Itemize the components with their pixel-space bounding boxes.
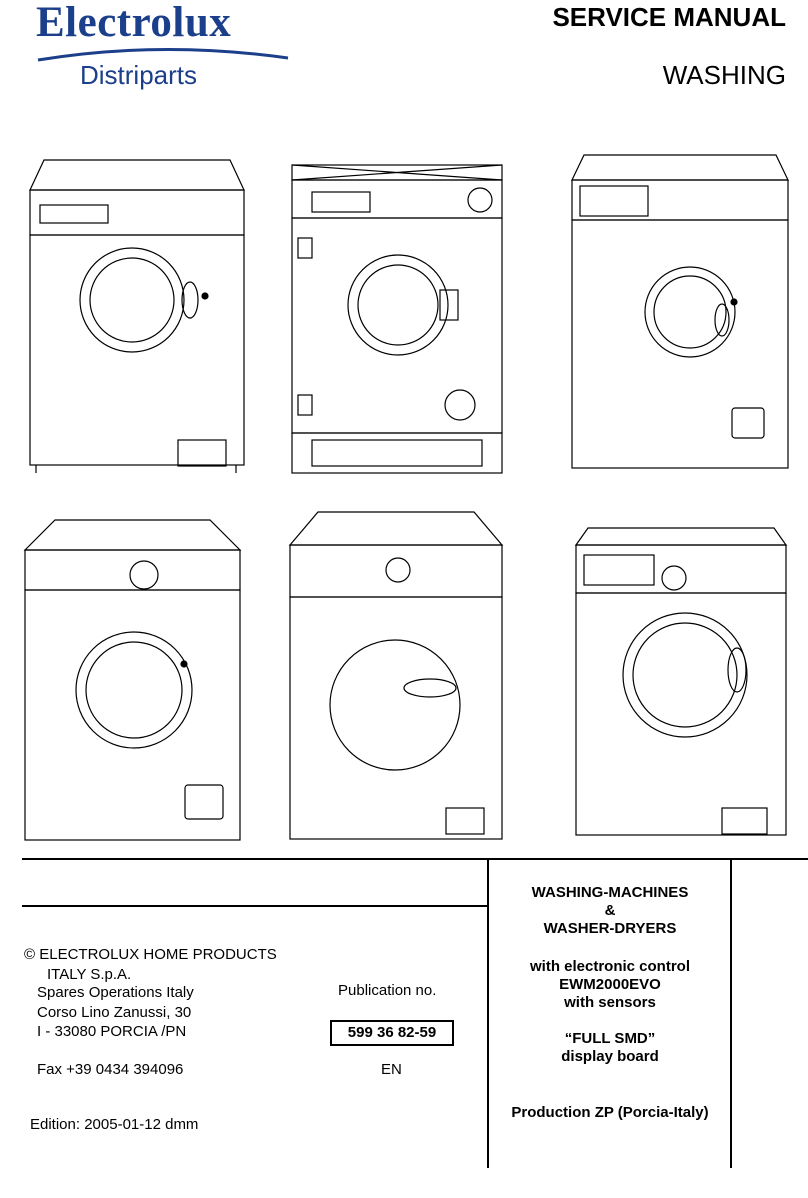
street-address: Corso Lino Zanussi, 30 (37, 1004, 192, 1021)
company-name-2: ITALY S.p.A. (47, 966, 132, 983)
machine-6-drawing (574, 527, 788, 836)
fax-number: Fax +39 0434 394096 (37, 1061, 184, 1078)
publication-label: Publication no. (338, 982, 437, 999)
product-line-3: WASHER-DRYERS (543, 920, 677, 937)
machine-1-drawing (29, 159, 245, 473)
publication-number: 599 36 82-59 (330, 1020, 454, 1046)
manual-title: SERVICE MANUAL (552, 2, 786, 32)
product-line-6: with sensors (564, 994, 656, 1011)
table-inner-rule (22, 905, 488, 907)
production-site: Production ZP (Porcia-Italy) (511, 1104, 709, 1121)
machine-4-drawing (23, 519, 242, 841)
machine-2-drawing (291, 164, 503, 474)
product-line-1: WASHING-MACHINES (531, 884, 689, 901)
brand-subtitle: Distriparts (80, 60, 198, 90)
product-model: EWM2000EVO (559, 976, 661, 993)
product-line-8: display board (561, 1048, 659, 1065)
department: Spares Operations Italy (37, 984, 194, 1001)
brand-logo-text: Electrolux (36, 0, 232, 46)
table-divider-left (487, 858, 489, 1168)
brand-logo-swoosh (37, 48, 289, 62)
washing-machines-illustration (23, 154, 789, 841)
machine-3-drawing (571, 154, 789, 469)
product-line-7: “FULL SMD” (564, 1030, 656, 1047)
product-line-2: & (604, 902, 616, 919)
product-line-4: with electronic control (529, 958, 691, 975)
language-code: EN (381, 1061, 402, 1078)
city-address: I - 33080 PORCIA /PN (37, 1023, 187, 1040)
company-name: © ELECTROLUX HOME PRODUCTS (24, 946, 277, 963)
table-top-rule (22, 858, 808, 860)
table-divider-right (730, 858, 732, 1168)
manual-subtitle: WASHING (662, 60, 786, 90)
machine-5-drawing (288, 511, 504, 840)
edition-date: Edition: 2005-01-12 dmm (30, 1116, 199, 1133)
